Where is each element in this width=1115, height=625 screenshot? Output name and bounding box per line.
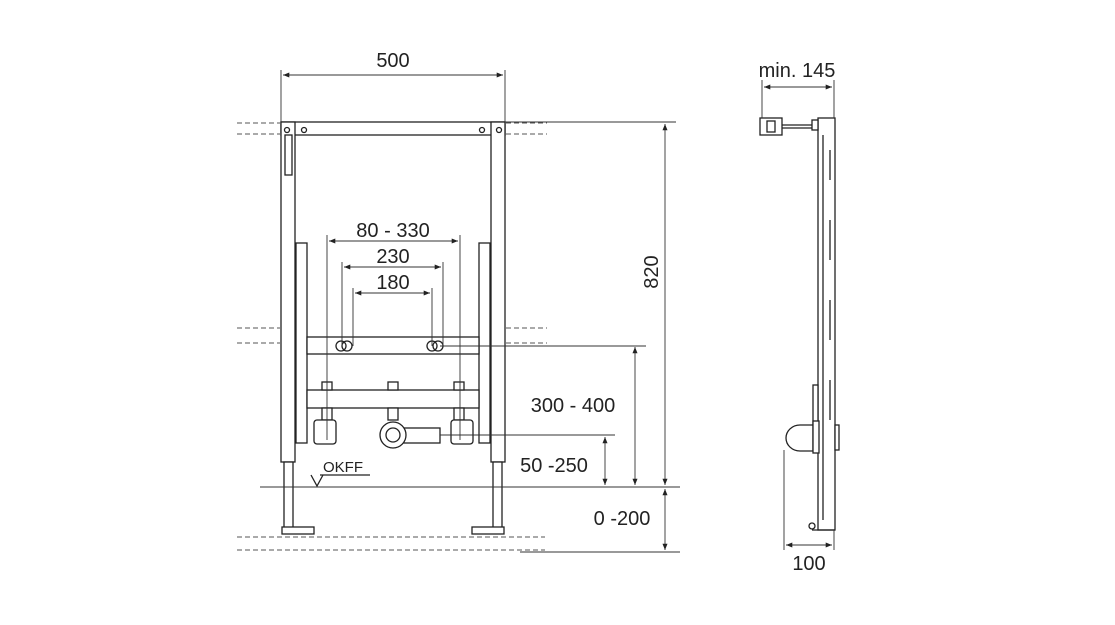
wall-hatching: [237, 122, 547, 551]
frame-front-view: [280, 121, 506, 535]
dimension-height-connections: 300 - 400: [531, 395, 616, 417]
side-dimension-lines: [761, 80, 835, 550]
floor-level-label: OKFF: [323, 459, 363, 476]
dimension-depth: 100: [792, 553, 825, 575]
frame-side-view: [759, 117, 840, 531]
dimension-feet-adjust: 0 -200: [594, 508, 651, 530]
dimension-lines: [260, 70, 680, 553]
dimension-width: 500: [376, 50, 409, 72]
dimension-span-min: 180: [376, 272, 409, 294]
dimension-span-max: 80 - 330: [356, 220, 429, 242]
dimension-min-depth: min. 145: [759, 60, 836, 82]
dimension-span-mid: 230: [376, 246, 409, 268]
dimension-height-total: 820: [641, 255, 663, 288]
dimension-height-drain: 50 -250: [520, 455, 588, 477]
